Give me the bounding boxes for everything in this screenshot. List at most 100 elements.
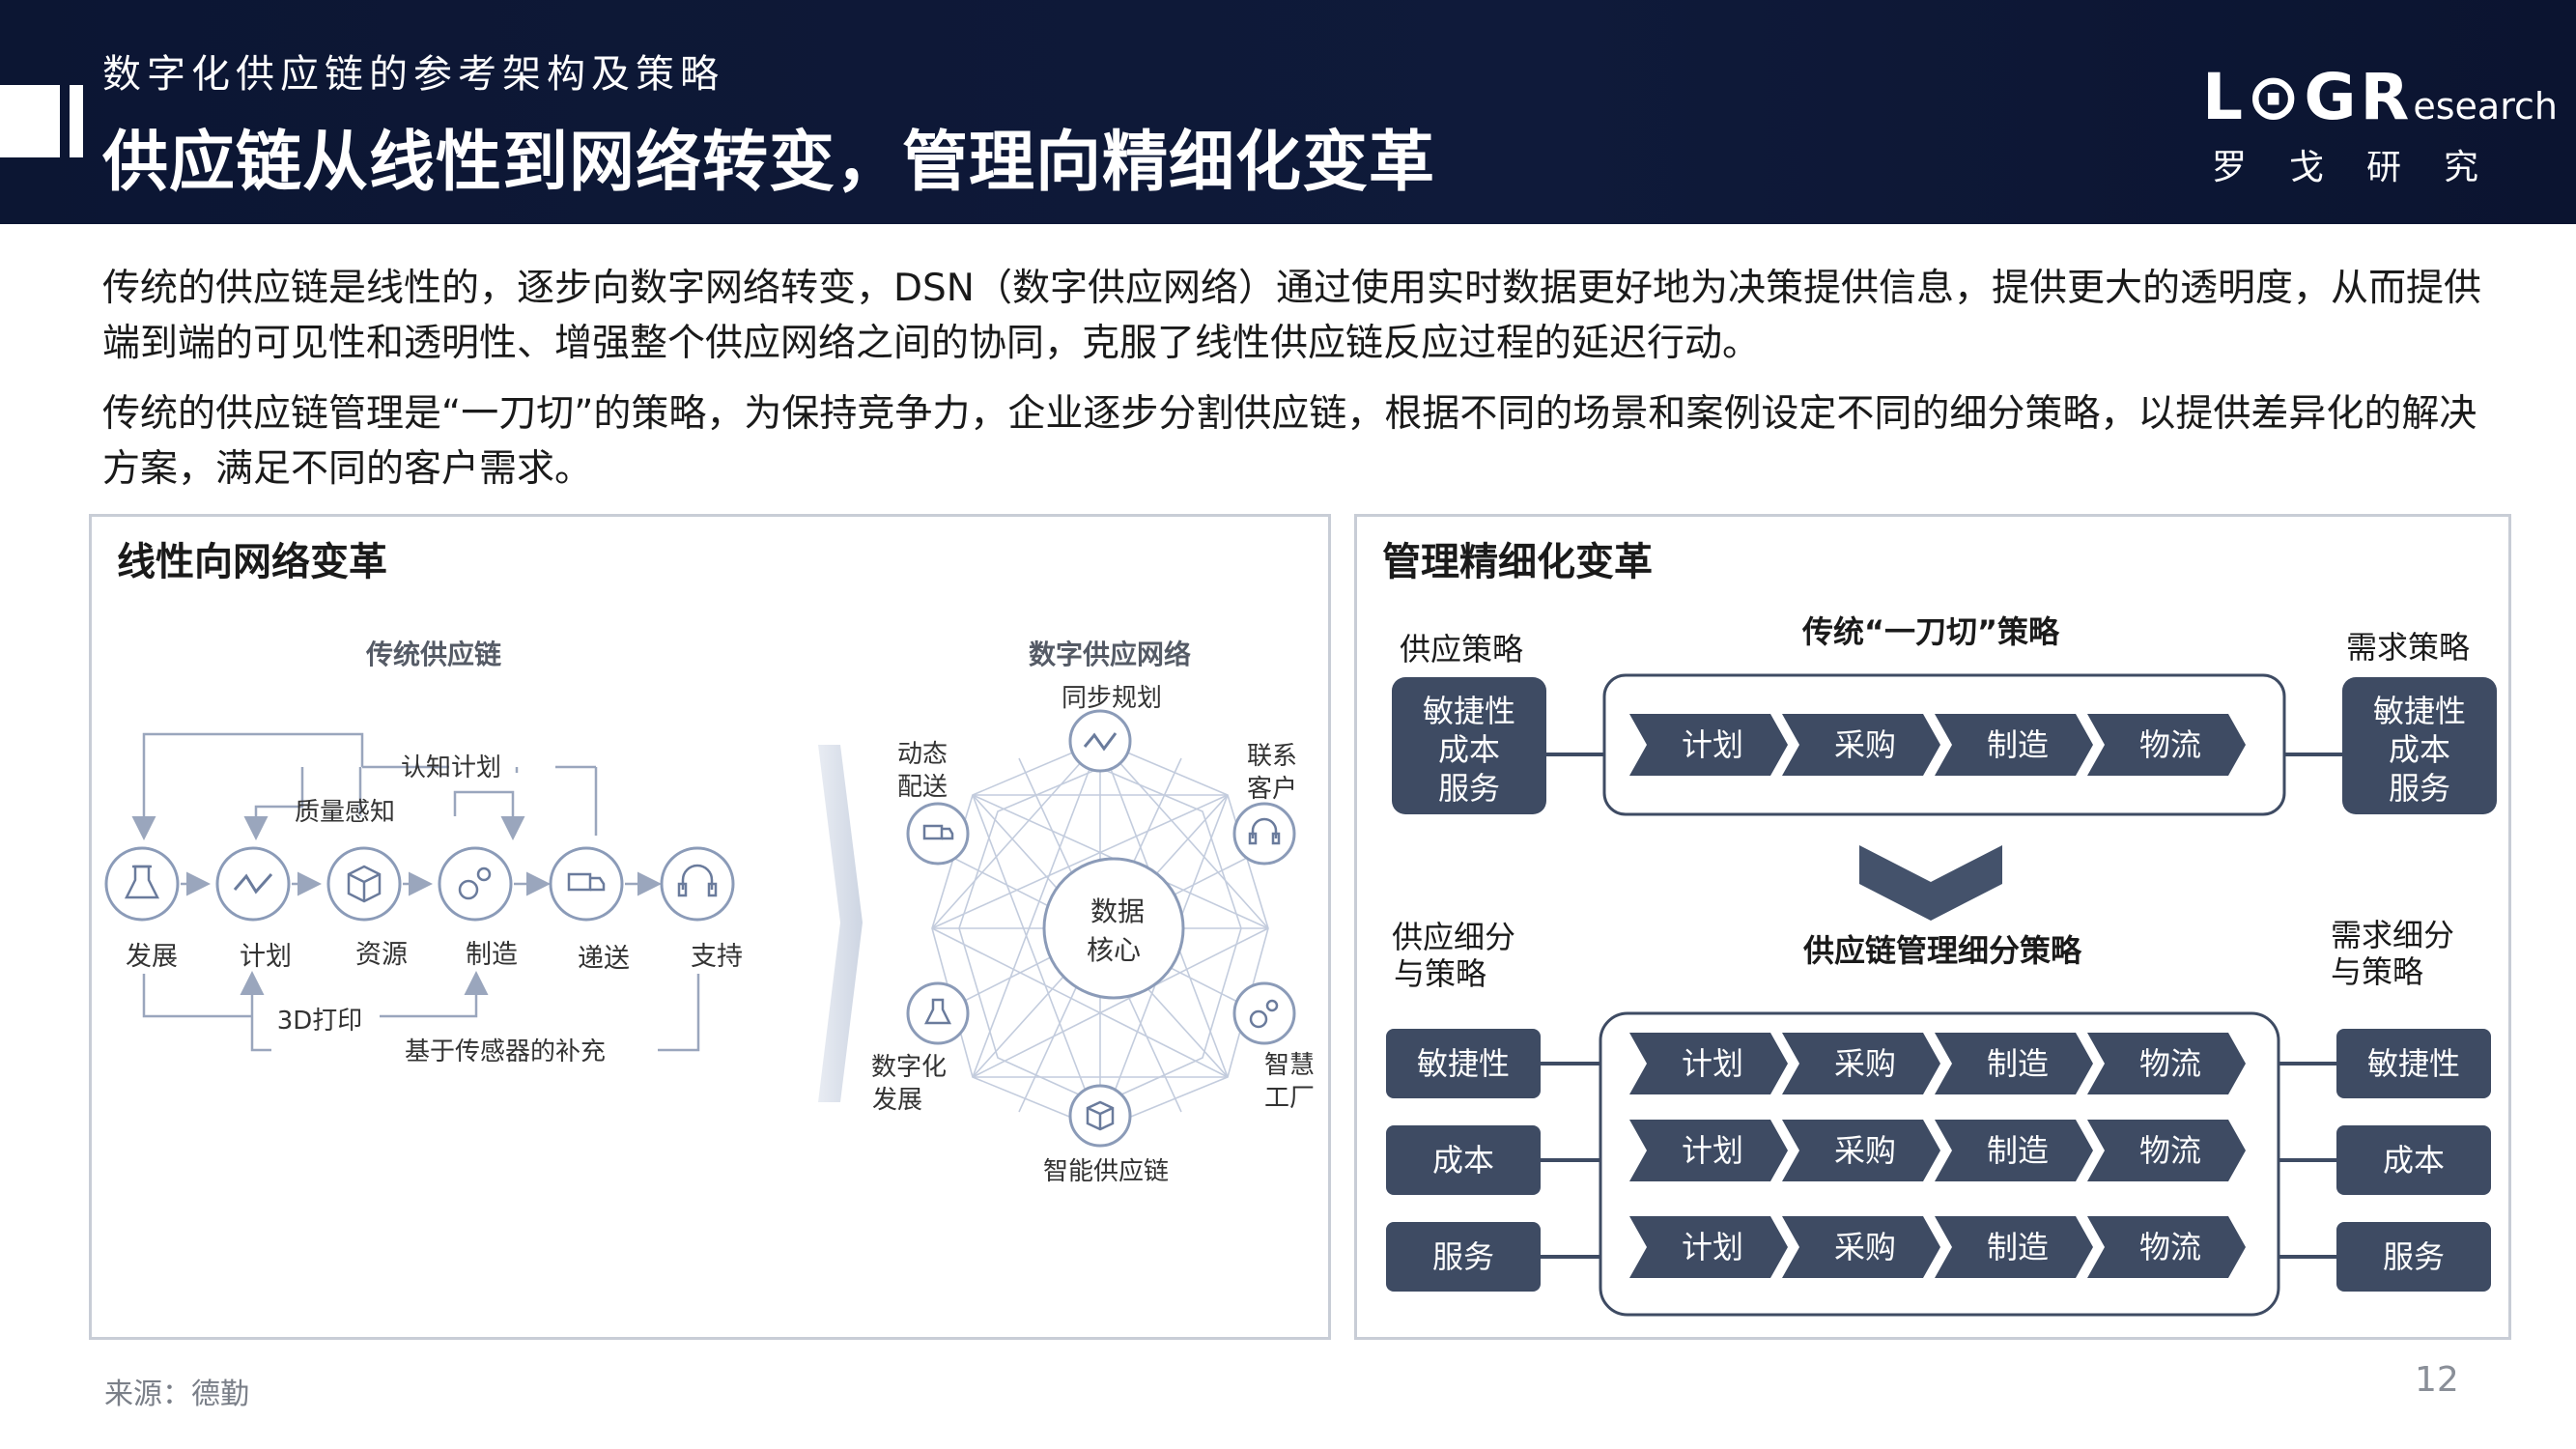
- traditional-process-frame: [1602, 673, 2286, 816]
- network-node-smart-factory: [1232, 981, 1296, 1045]
- process-step-traditional: 物流: [2087, 714, 2246, 776]
- stacked-box-item: 敏捷性: [2373, 693, 2466, 729]
- intro-paragraph-1: 传统的供应链是线性的，逐步向数字网络转变，DSN（数字供应网络）通过使用实时数据…: [102, 267, 2481, 365]
- box-icon: [347, 865, 382, 903]
- left-panel-title: 线性向网络变革: [117, 540, 387, 584]
- linear-node-label: 支持: [691, 942, 743, 972]
- process-step-label: 物流: [2139, 1045, 2201, 1082]
- stacked-box-item: 服务: [1438, 770, 1500, 807]
- process-step-label: 制造: [1987, 1132, 2049, 1169]
- stacked-box-item: 成本: [1438, 731, 1500, 768]
- gear-icon: [458, 867, 492, 900]
- network-node-label: 客户: [1247, 775, 1297, 804]
- supply-segment-label: 成本: [1432, 1142, 1494, 1179]
- logo-subtext: 罗戈研究: [2212, 148, 2522, 187]
- process-step-label: 物流: [2139, 1229, 2201, 1265]
- linear-node-make: [438, 846, 513, 922]
- process-step-label: 采购: [1834, 726, 1896, 763]
- pulse-icon: [233, 873, 273, 895]
- process-step-label: 物流: [2139, 1132, 2201, 1169]
- demand-segment-box: [2336, 1222, 2491, 1292]
- segmented-process-rows: 敏捷性敏捷性计划采购制造物流成本成本计划采购制造物流服务服务计划采购制造物流: [1386, 1029, 2491, 1292]
- supply-segment-box: [1386, 1029, 1541, 1098]
- logo: L⊙GResearch 罗戈研究: [2202, 60, 2558, 195]
- supply-chain-diagram: 传统供应链 认知计划 质量感知: [104, 639, 1315, 1186]
- supply-stacked-box: 敏捷性 成本 服务: [1392, 677, 1546, 814]
- network-title: 数字供应网络: [1029, 639, 1191, 670]
- headset-icon: [677, 864, 718, 897]
- process-chevron: [1935, 1216, 2093, 1278]
- supply-segment-box: [1386, 1222, 1541, 1292]
- process-step-traditional: 计划: [1629, 714, 1788, 776]
- process-step-label: 物流: [2139, 726, 2201, 763]
- linear-node-label: 发展: [126, 942, 178, 972]
- network-node-label: 智能供应链: [1043, 1157, 1169, 1186]
- process-step-label: 计划: [1682, 726, 1743, 763]
- network-node-label: 智慧: [1264, 1051, 1315, 1080]
- process-step-segment: 制造: [1935, 1120, 2093, 1181]
- process-chevron: [1782, 1033, 1940, 1094]
- supply-segment-label: 服务: [1432, 1238, 1494, 1275]
- process-chevron: [1782, 714, 1940, 776]
- process-step-segment: 采购: [1782, 1216, 1940, 1278]
- process-chevron: [2087, 1033, 2246, 1094]
- sensor-supply-label: 基于传感器的补充: [405, 1037, 606, 1066]
- segment-row: 服务 服务 计划 采购 制造 物流: [1386, 1216, 2491, 1292]
- process-step-label: 制造: [1987, 1045, 2049, 1082]
- process-chevron: [1629, 714, 1788, 776]
- segment-row: 成本成本计划采购制造物流: [1386, 1120, 2491, 1195]
- process-step-segment: 采购: [1782, 1120, 1940, 1181]
- demand-stacked-box: 敏捷性 成本 服务: [2342, 677, 2497, 814]
- process-step-segment: 制造: [1935, 1216, 2093, 1278]
- demand-strategy-label: 需求策略: [2346, 629, 2470, 666]
- supply-segment-label: 供应细分: [1392, 919, 1515, 955]
- box-icon: [1086, 1100, 1115, 1131]
- core-label: 数据: [1090, 895, 1145, 927]
- top-strategy-title: 传统“一刀切”策略: [1801, 613, 2060, 650]
- cognitive-plan-label: 认知计划: [401, 753, 501, 782]
- process-step-segment: 制造: [1935, 1033, 2093, 1094]
- page-number: 12: [2415, 1360, 2459, 1400]
- linear-node-develop: [104, 846, 180, 922]
- process-step-label: 采购: [1834, 1045, 1896, 1082]
- stacked-box-item: 成本: [2389, 731, 2450, 768]
- linear-node-plan: [215, 846, 291, 922]
- process-step-traditional: 制造: [1935, 714, 2093, 776]
- linear-node-deliver: [549, 846, 624, 922]
- linear-to-network-panel: 线性向网络变革 传统供应链 认知计划 质量感知: [89, 514, 1331, 1340]
- network-node-label: 动态: [897, 740, 948, 769]
- logo-wordmark: L⊙GResearch: [2202, 60, 2558, 134]
- network-node-label: 数字化: [871, 1053, 947, 1082]
- header-banner: 数字化供应链的参考架构及策略 供应链从线性到网络转变，管理向精细化变革 L⊙GR…: [0, 0, 2576, 224]
- supply-strategy-label: 供应策略: [1400, 631, 1523, 668]
- process-step-segment: 采购: [1782, 1033, 1940, 1094]
- management-refinement-panel: 管理精细化变革 传统“一刀切”策略 供应策略 需求策略 敏捷性 成本 服务 敏捷…: [1354, 514, 2511, 1340]
- network-node-digital-development: [906, 981, 970, 1045]
- demand-segment-label: 服务: [2383, 1238, 2445, 1275]
- right-panel-title: 管理精细化变革: [1382, 540, 1653, 584]
- truck-icon: [922, 824, 954, 840]
- truck-icon: [567, 872, 606, 892]
- demand-segment-box: [2336, 1125, 2491, 1195]
- quality-sense-label: 质量感知: [295, 798, 395, 827]
- process-step-label: 制造: [1987, 1229, 2049, 1265]
- flask-icon: [923, 998, 952, 1025]
- process-chevron: [1782, 1216, 1940, 1278]
- network-node-sync-plan: [1068, 709, 1132, 773]
- header-accent-stripe: [70, 85, 83, 157]
- linear-node-label: 递送: [578, 944, 630, 974]
- stacked-box-item: 服务: [2389, 770, 2450, 807]
- gear-icon: [1249, 999, 1279, 1029]
- process-chevron: [1935, 1033, 2093, 1094]
- page-title: 供应链从线性到网络转变，管理向精细化变革: [102, 125, 1436, 201]
- process-step-traditional: 采购: [1782, 714, 1940, 776]
- linear-node-label: 计划: [240, 942, 292, 972]
- pulse-icon: [1083, 732, 1118, 752]
- process-step-label: 计划: [1682, 1229, 1743, 1265]
- process-chevron: [1935, 714, 2093, 776]
- process-step-segment: 物流: [2087, 1216, 2246, 1278]
- process-step-segment: 物流: [2087, 1120, 2246, 1181]
- supply-segment-label: 与策略: [1394, 955, 1486, 992]
- process-chevron: [1782, 1120, 1940, 1181]
- process-chevron: [1935, 1120, 2093, 1181]
